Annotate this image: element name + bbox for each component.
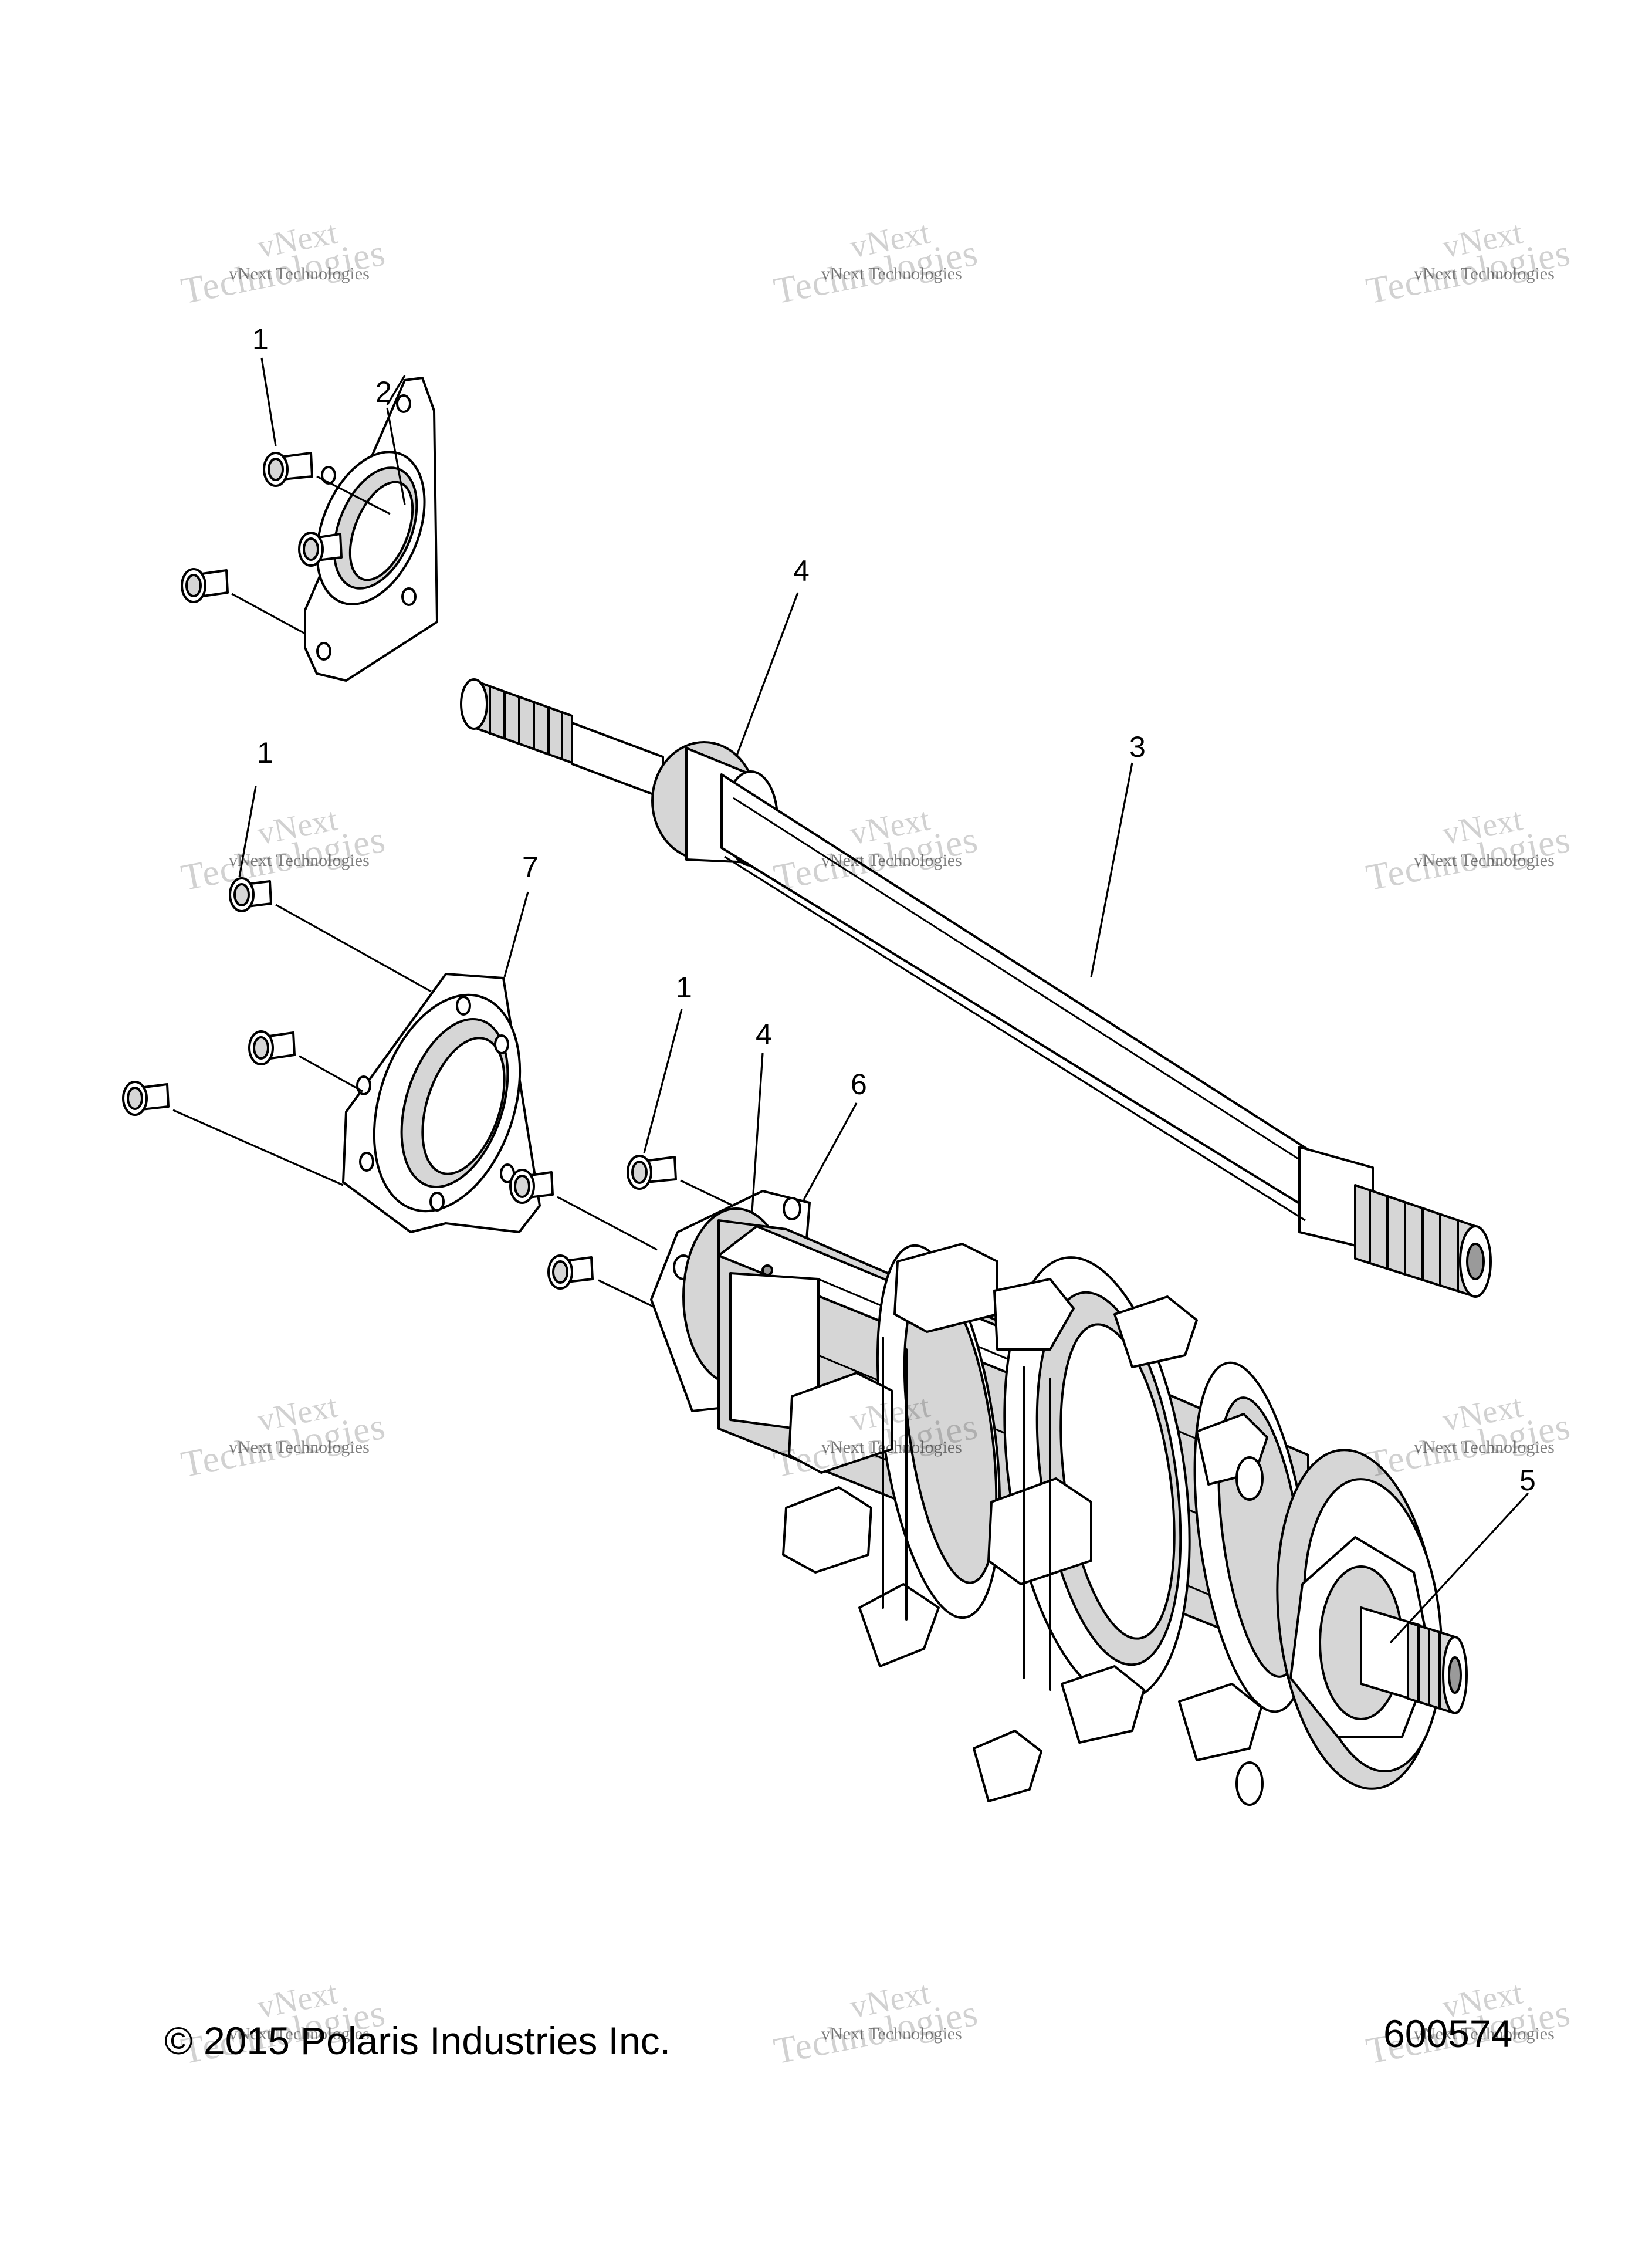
leader-1c <box>643 1009 683 1153</box>
part-1-screw <box>263 452 313 487</box>
callout-1: 1 <box>257 736 273 769</box>
callout-7: 7 <box>522 851 539 884</box>
part-1-screw <box>627 1155 677 1190</box>
callout-6: 6 <box>851 1068 867 1101</box>
leader-7 <box>503 891 529 977</box>
part-1-screw <box>298 532 343 567</box>
part-1-screw <box>509 1169 554 1204</box>
callout-1: 1 <box>676 971 692 1004</box>
part-5-secondary-clutch-assembly <box>717 1219 1468 1806</box>
leader-2 <box>386 375 406 405</box>
leader-1a <box>260 357 277 446</box>
part-3-shaft <box>460 678 1492 1298</box>
callout-4: 4 <box>793 554 810 587</box>
leader-4b <box>751 1053 764 1212</box>
callout-4: 4 <box>756 1018 772 1051</box>
drawing-number: 600574 <box>1383 2012 1513 2055</box>
leader-4a <box>735 592 799 757</box>
part-7-flange-plate <box>342 973 541 1233</box>
part-1-screw <box>181 568 229 603</box>
callout-5: 5 <box>1519 1464 1536 1497</box>
callout-2: 2 <box>375 376 392 408</box>
part-1-screw <box>248 1030 296 1065</box>
leader-6 <box>803 1102 858 1200</box>
part-1-screw <box>229 877 272 912</box>
callout-3: 3 <box>1129 730 1146 763</box>
leader-1b <box>238 786 257 878</box>
leader-2b <box>386 407 406 505</box>
part-1-screw <box>122 1081 170 1116</box>
part-2-bearing-flange <box>304 377 438 682</box>
copyright-notice: © 2015 Polaris Industries Inc. <box>164 2019 671 2062</box>
leader-3 <box>1090 762 1133 977</box>
leader-5 <box>1389 1492 1529 1644</box>
part-1-screw <box>547 1254 594 1290</box>
callout-1: 1 <box>252 323 269 356</box>
